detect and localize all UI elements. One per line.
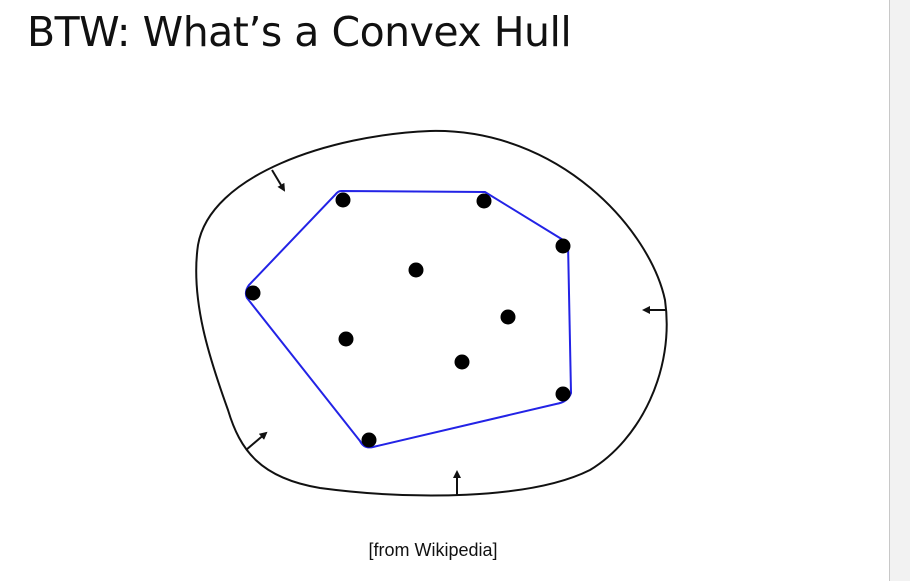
point	[361, 432, 377, 448]
arrow-top-left	[271, 169, 286, 192]
point	[555, 238, 571, 254]
slide: BTW: What’s a Convex Hull	[27, 8, 668, 560]
point	[408, 262, 424, 278]
point	[476, 193, 492, 209]
enclosing-curve	[195, 129, 668, 497]
slide-title: BTW: What’s a Convex Hull	[27, 8, 572, 56]
point	[454, 354, 470, 370]
point	[335, 192, 351, 208]
arrow-bottom-left	[245, 431, 268, 451]
point	[338, 331, 354, 347]
point	[555, 386, 571, 402]
source-caption: [from Wikipedia]	[368, 540, 498, 560]
point	[500, 309, 516, 325]
convex-hull-polygon	[244, 189, 573, 449]
convex-hull-diagram	[195, 129, 668, 497]
vertical-scrollbar[interactable]	[889, 0, 910, 581]
point-set	[245, 192, 571, 448]
inward-arrows	[245, 169, 666, 495]
point	[245, 285, 261, 301]
